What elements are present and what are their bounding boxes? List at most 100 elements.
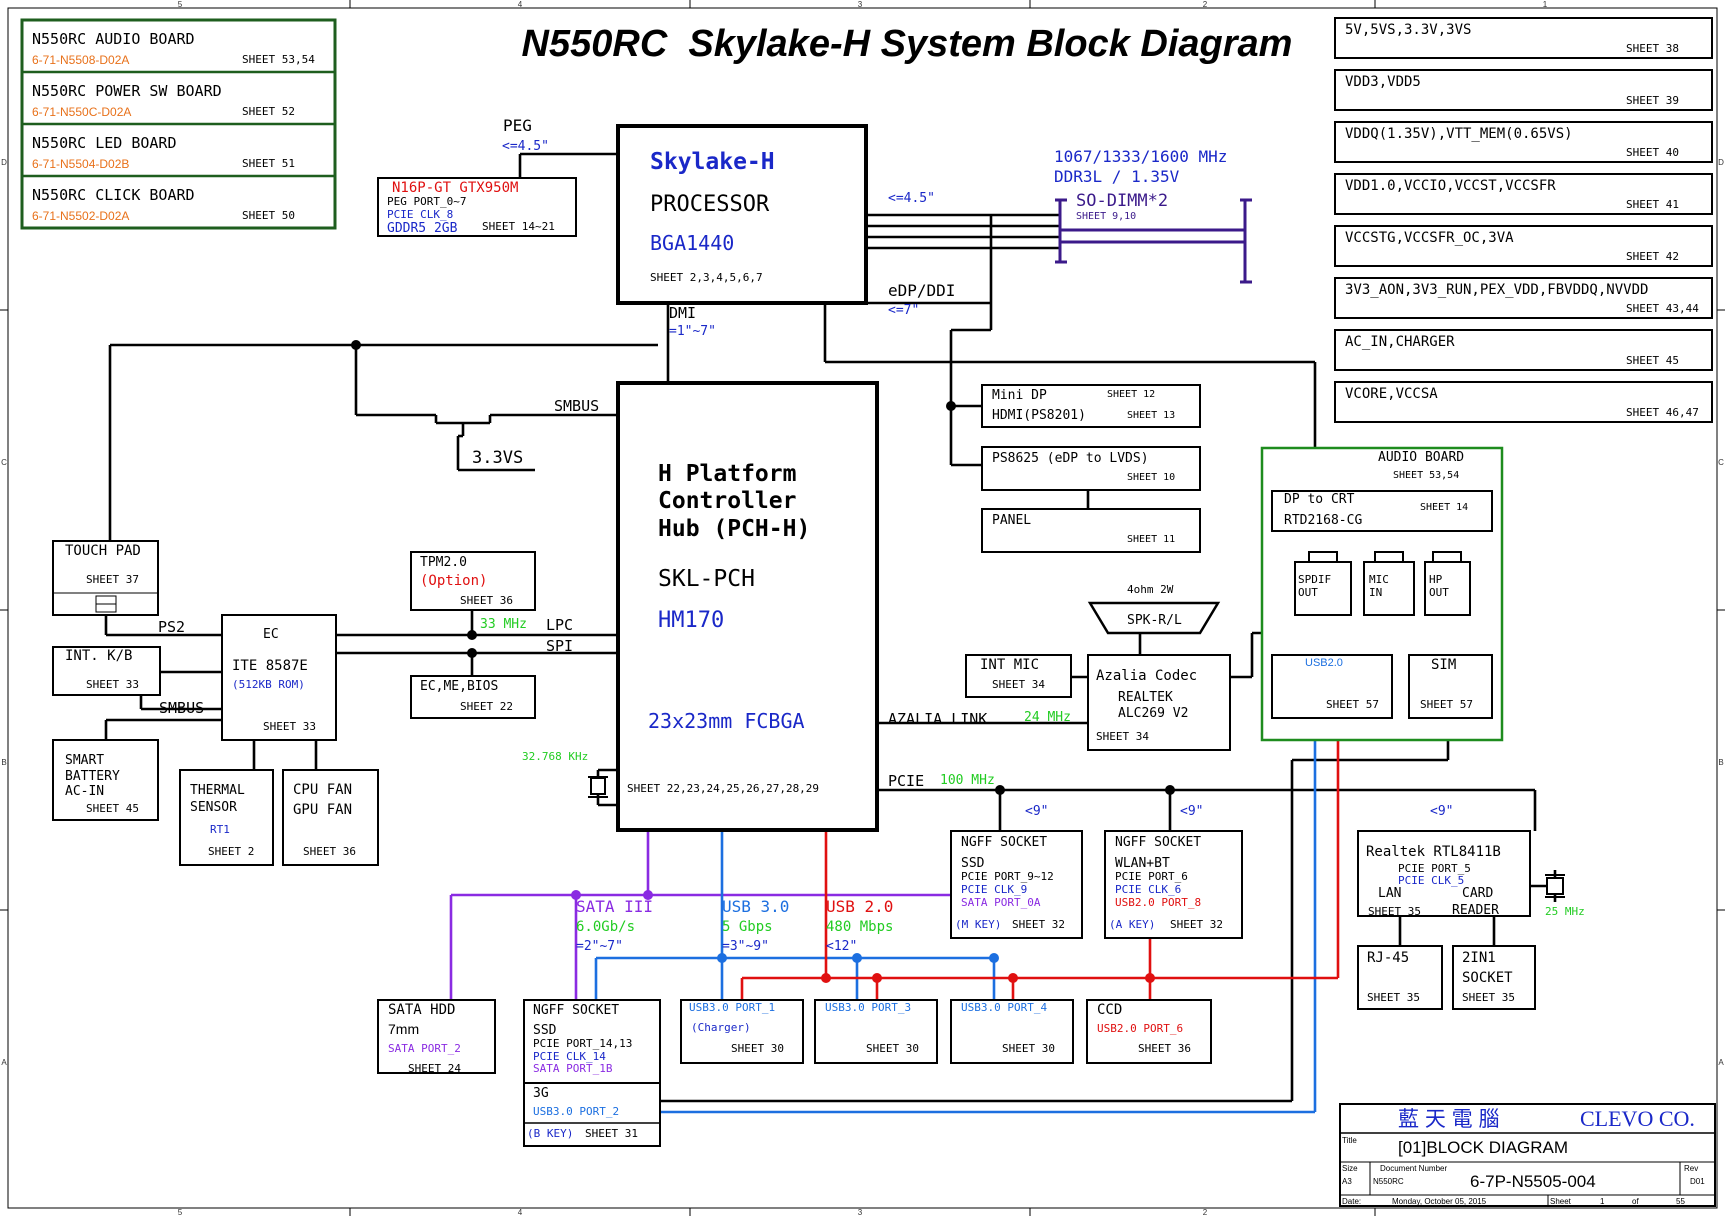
- col-label: 5: [178, 0, 183, 9]
- usbp3-sheet: SHEET 30: [866, 1042, 919, 1055]
- ccd-port: USB2.0 PORT_6: [1097, 1022, 1183, 1035]
- intmic-sheet: SHEET 34: [992, 678, 1045, 691]
- power-sheet: SHEET 43,44: [1626, 302, 1699, 315]
- spk-name: SPK-R/L: [1127, 613, 1182, 628]
- spi-label: SPI: [546, 637, 573, 655]
- audio-usb-sheet: SHEET 57: [1326, 698, 1379, 711]
- row-label: C: [1718, 458, 1724, 467]
- pcie-freq: 100 MHz: [940, 773, 995, 788]
- ngff1-port: PCIE PORT_9~12: [961, 870, 1054, 883]
- audio-board-sheet: SHEET 53,54: [1393, 470, 1459, 481]
- touchpad-sheet: SHEET 37: [86, 573, 139, 586]
- usb3-speed: 5 Gbps: [722, 919, 773, 935]
- col-label: 5: [178, 1208, 183, 1216]
- ngff1-clk: PCIE CLK_9: [961, 883, 1027, 896]
- usb2-labels: USB 2.0 480 Mbps <12": [826, 897, 893, 954]
- usb3-labels: USB 3.0 5 Gbps =3"~9": [722, 897, 789, 954]
- ddr-block: 1067/1333/1600 MHz DDR3L / 1.35V <=4.5" …: [888, 147, 1227, 222]
- gpu-mem: GDDR5 2GB: [387, 221, 458, 236]
- peg-label: PEG: [503, 116, 532, 135]
- touchpad-name: TOUCH PAD: [65, 543, 141, 559]
- pch-sheet: SHEET 22,23,24,25,26,27,28,29: [627, 782, 819, 795]
- codec-sheet: SHEET 34: [1096, 730, 1149, 743]
- ec-chip: ITE 8587E: [232, 658, 308, 674]
- battery-l1: SMART: [65, 753, 104, 768]
- sheet-border: [7, 7, 1718, 1209]
- spk-spec: 4ohm 2W: [1127, 583, 1174, 596]
- tpm-block: TPM2.0 (Option) SHEET 36: [410, 551, 536, 611]
- ngff3-name: NGFF SOCKET: [533, 1003, 619, 1018]
- kb-sheet: SHEET 33: [86, 678, 139, 691]
- pcie-label: PCIE: [888, 772, 924, 790]
- pch-type: SKL-PCH: [658, 566, 755, 592]
- power-name: VCCSTG,VCCSFR_OC,3VA: [1345, 230, 1514, 246]
- ps8625-sheet: SHEET 10: [1127, 472, 1175, 483]
- codec-chip: ALC269 V2: [1118, 706, 1188, 721]
- power-name: VDD3,VDD5: [1345, 74, 1421, 90]
- ec-name: EC: [263, 627, 279, 642]
- sheet-label: Sheet: [1550, 1197, 1572, 1206]
- usbp1-charger: (Charger): [691, 1021, 751, 1034]
- realtek-sheet: SHEET 35: [1368, 905, 1421, 918]
- realtek-clk: PCIE CLK_5: [1398, 874, 1464, 887]
- dmi-label: DMI: [669, 304, 696, 322]
- sata-hdd-block: SATA HDD 7mm SATA PORT_2 SHEET 24: [377, 999, 496, 1075]
- rj45-sheet: SHEET 35: [1367, 991, 1420, 1004]
- minidp-sheet: SHEET 12: [1107, 389, 1155, 400]
- ngff3-type: SSD: [533, 1023, 557, 1038]
- ngff2-name: NGFF SOCKET: [1115, 835, 1201, 850]
- peg-length: <=4.5": [502, 139, 549, 154]
- dmi-length: =1"~7": [669, 324, 716, 339]
- company-cn: 藍 天 電 腦: [1398, 1108, 1500, 1131]
- kb-name: INT. K/B: [65, 648, 132, 664]
- battery-sheet: SHEET 45: [86, 802, 139, 815]
- ngff3-clk: PCIE CLK_14: [533, 1050, 606, 1063]
- intmic-name: INT MIC: [980, 657, 1039, 673]
- size-value: A3: [1342, 1177, 1352, 1186]
- cpu-sheet: SHEET 2,3,4,5,6,7: [650, 271, 763, 284]
- board-sheet: SHEET 51: [242, 157, 295, 170]
- ccd-sheet: SHEET 36: [1138, 1042, 1191, 1055]
- row-label: B: [1718, 758, 1723, 767]
- tpm-option: (Option): [420, 573, 487, 589]
- jack-label: OUT: [1298, 586, 1318, 599]
- rev-value: D01: [1690, 1177, 1705, 1186]
- row-label: D: [1, 158, 7, 167]
- pch-package: 23x23mm FCBGA: [648, 709, 805, 733]
- usb3-label: USB 3.0: [722, 897, 789, 916]
- usb2-speed: 480 Mbps: [826, 919, 893, 935]
- smbus2-label: SMBUS: [159, 699, 204, 717]
- ngff-wlan-akey: NGFF SOCKET WLAN+BT PCIE PORT_6 PCIE CLK…: [1104, 830, 1243, 939]
- board-sheet: SHEET 53,54: [242, 53, 315, 66]
- power-sheet: SHEET 42: [1626, 250, 1679, 263]
- power-name: 5V,5VS,3.3V,3VS: [1345, 22, 1471, 38]
- speaker-block: SPK-R/L: [1087, 601, 1221, 635]
- col-label: 4: [518, 0, 523, 9]
- usbp3-name: USB3.0 PORT_3: [825, 1001, 911, 1014]
- date-label: Date:: [1342, 1197, 1361, 1206]
- power-item: 3V3_AON,3V3_RUN,PEX_VDD,FBVDDQ,NVVDDSHEE…: [1334, 277, 1713, 319]
- thermal-chip: RT1: [210, 823, 230, 836]
- socket2in1-sheet: SHEET 35: [1462, 991, 1515, 1004]
- date-value: Monday, October 05, 2015: [1392, 1197, 1487, 1206]
- ngff2-sheet: SHEET 32: [1170, 918, 1223, 931]
- usb-port1-block: USB3.0 PORT_1 (Charger) SHEET 30: [680, 999, 804, 1064]
- intmic-block: INT MIC SHEET 34: [965, 654, 1072, 698]
- realtek-lan: LAN: [1378, 886, 1401, 901]
- ngff2-key: (A KEY): [1109, 918, 1155, 931]
- fan-block: CPU FAN GPU FAN SHEET 36: [282, 769, 379, 866]
- battery-block: SMART BATTERY AC-IN SHEET 45: [52, 739, 159, 821]
- ngff3-usb: USB3.0 PORT_2: [533, 1105, 619, 1118]
- of-label: of: [1632, 1197, 1639, 1206]
- gpu-clk: PCIE CLK_8: [387, 208, 453, 221]
- sub-board-audio: N550RC AUDIO BOARD 6-71-N5508-D02A SHEET…: [32, 30, 315, 67]
- ngff1-sheet: SHEET 32: [1012, 918, 1065, 931]
- jack-mic-in: MIC IN: [1363, 551, 1415, 616]
- thermal-block: THERMAL SENSOR RT1 SHEET 2: [179, 769, 274, 866]
- ps2-label: PS2: [158, 618, 185, 636]
- pcie-length: <9": [1430, 804, 1453, 819]
- usbp1-sheet: SHEET 30: [731, 1042, 784, 1055]
- row-label: A: [1, 1058, 7, 1067]
- codec-name: Azalia Codec: [1096, 668, 1197, 684]
